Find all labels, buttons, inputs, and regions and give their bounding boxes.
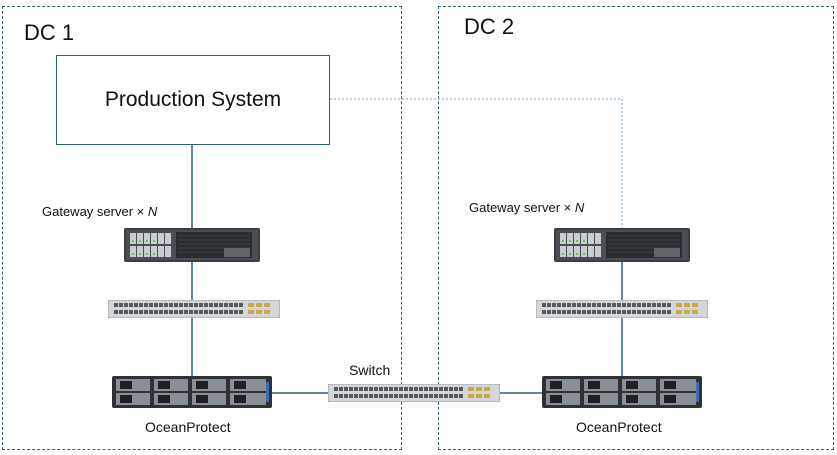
storage-array-icon-dc1 xyxy=(112,376,272,408)
storage-label-dc1: OceanProtect xyxy=(145,419,231,435)
gateway-server-icon-dc1 xyxy=(124,228,260,262)
production-system-label: Production System xyxy=(104,88,282,111)
gateway-server-label-dc1: Gateway server × N xyxy=(42,204,158,219)
gateway-server-label-dc2: Gateway server × N xyxy=(469,200,585,215)
gateway-server-icon-dc2 xyxy=(554,228,690,262)
central-switch-icon xyxy=(328,384,500,402)
dc2-frame xyxy=(438,6,834,450)
network-switch-icon-dc1 xyxy=(108,300,280,318)
dc1-label: DC 1 xyxy=(24,20,75,45)
network-switch-icon-dc2 xyxy=(536,300,708,318)
link-prod-to-gateway2-dotted xyxy=(330,98,623,228)
storage-label-dc2: OceanProtect xyxy=(576,419,662,435)
storage-array-icon-dc2 xyxy=(542,376,702,408)
dc1-frame xyxy=(2,6,402,450)
dc2-label: DC 2 xyxy=(464,14,515,39)
switch-label: Switch xyxy=(349,362,391,378)
production-system-box: Production System xyxy=(56,55,330,145)
